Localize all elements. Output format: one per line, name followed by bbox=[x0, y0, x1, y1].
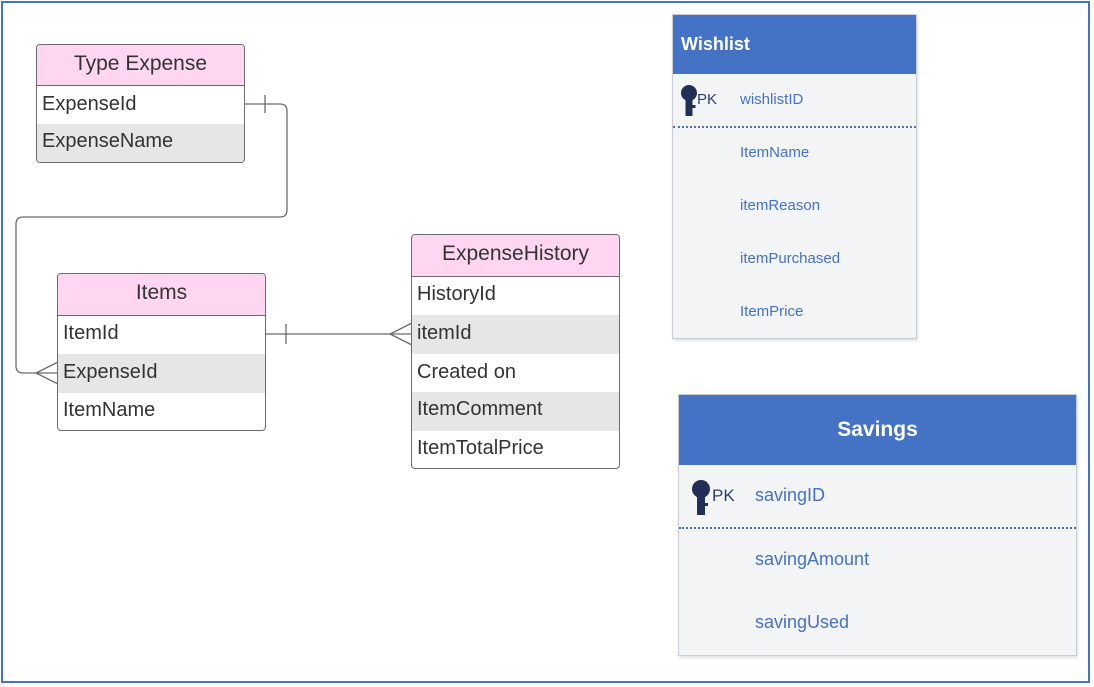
many-marker-expensehistory bbox=[388, 322, 413, 346]
table-row: itemId bbox=[412, 315, 619, 354]
table-row: ItemComment bbox=[412, 392, 619, 431]
connector-typeexpense-items bbox=[15, 103, 288, 374]
pk-divider bbox=[673, 126, 916, 128]
table-row: ItemTotalPrice bbox=[417, 437, 544, 459]
table-title: ExpenseHistory bbox=[412, 235, 619, 277]
table-items: Items ItemId ExpenseId ItemName bbox=[57, 273, 266, 431]
table-expense-history: ExpenseHistory HistoryId itemId Created … bbox=[411, 234, 620, 469]
table-row: ItemId bbox=[63, 322, 119, 344]
table-row: HistoryId bbox=[417, 283, 496, 305]
entity-field: savingUsed bbox=[755, 612, 850, 632]
entity-savings: Savings PK savingID savingAmount savingU… bbox=[678, 394, 1077, 656]
entity-field: ItemPrice bbox=[740, 303, 804, 320]
table-row: Created on bbox=[417, 361, 516, 383]
key-icon bbox=[692, 480, 710, 515]
entity-wishlist: Wishlist PK wishlistID ItemName itemReas… bbox=[672, 14, 917, 339]
entity-field: ItemName bbox=[740, 144, 810, 161]
entity-field: itemReason bbox=[740, 197, 821, 214]
table-title: Items bbox=[58, 274, 265, 316]
pk-divider bbox=[679, 527, 1076, 529]
many-marker-items bbox=[34, 361, 59, 385]
table-row: ExpenseId bbox=[58, 354, 265, 393]
entity-title: Wishlist bbox=[673, 15, 916, 74]
pk-field: savingID bbox=[755, 485, 826, 505]
table-row: ExpenseName bbox=[37, 124, 244, 162]
key-icon bbox=[681, 85, 697, 116]
entity-title: Savings bbox=[679, 395, 1076, 465]
table-row: ExpenseId bbox=[42, 93, 137, 115]
table-type-expense: Type Expense ExpenseId ExpenseName bbox=[36, 44, 245, 163]
table-title: Type Expense bbox=[37, 45, 244, 86]
pk-label: PK bbox=[697, 91, 718, 108]
pk-label: PK bbox=[712, 486, 735, 505]
entity-field: savingAmount bbox=[755, 549, 870, 569]
pk-field: wishlistID bbox=[740, 91, 804, 108]
table-row: ItemName bbox=[63, 399, 156, 421]
entity-field: itemPurchased bbox=[740, 250, 841, 267]
